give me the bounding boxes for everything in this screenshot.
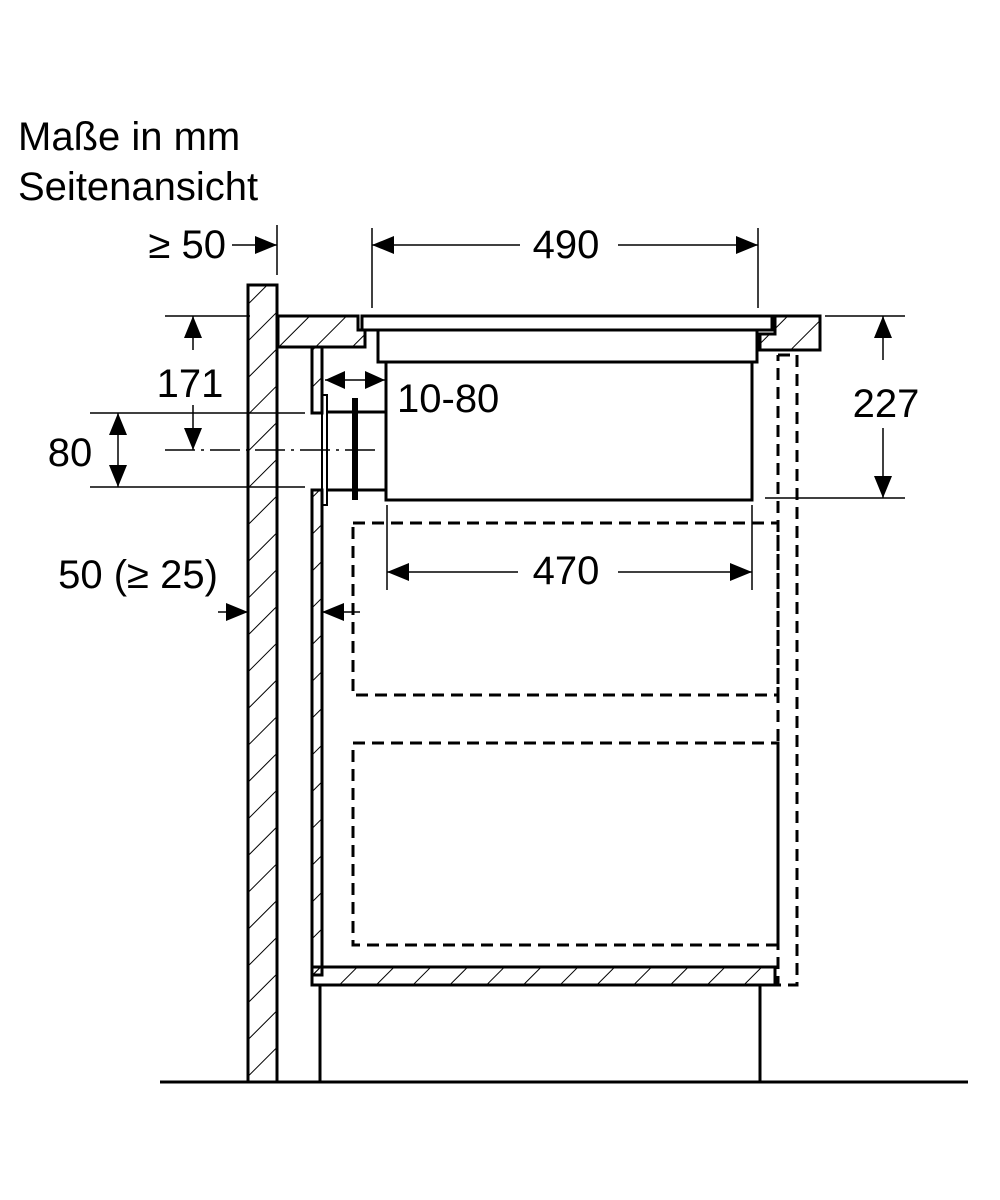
countertop-right — [758, 314, 822, 352]
cabinet-panel — [310, 488, 324, 977]
plinth — [318, 985, 762, 1082]
hob-frame — [376, 330, 759, 364]
dim-arrows-80 — [109, 413, 127, 487]
dim-arrows-227 — [874, 316, 892, 498]
dim-cutout-depth: 470 — [533, 549, 600, 593]
dim-duct-distance: 10-80 — [397, 377, 499, 421]
hob-glass — [360, 314, 774, 332]
drawer-lower — [351, 741, 780, 947]
countertop-left — [276, 314, 367, 349]
dim-arrows-10-80 — [325, 371, 385, 389]
dim-wall-gap: ≥ 50 — [148, 223, 226, 267]
title-view: Seitenansicht — [18, 165, 258, 209]
dim-duct-diameter: 80 — [48, 431, 93, 475]
cabinet-front — [776, 353, 799, 987]
duct-pipe — [327, 410, 386, 492]
wall — [246, 283, 279, 1084]
cabinet-bottom — [310, 965, 777, 987]
title-units: Maße in mm — [18, 115, 240, 159]
dim-rear-gap: 50 (≥ 25) — [58, 553, 218, 597]
dim-arrow-wall-gap — [255, 236, 277, 254]
dim-arrows-rear-gap — [226, 603, 344, 621]
duct-ring — [352, 398, 358, 500]
cabinet-panel-top — [310, 345, 324, 415]
dim-hob-width: 490 — [533, 223, 600, 267]
dim-duct-offset: 171 — [157, 362, 224, 406]
dim-hob-height: 227 — [853, 382, 920, 426]
drawer-upper — [351, 521, 780, 697]
hob-body — [384, 360, 754, 502]
